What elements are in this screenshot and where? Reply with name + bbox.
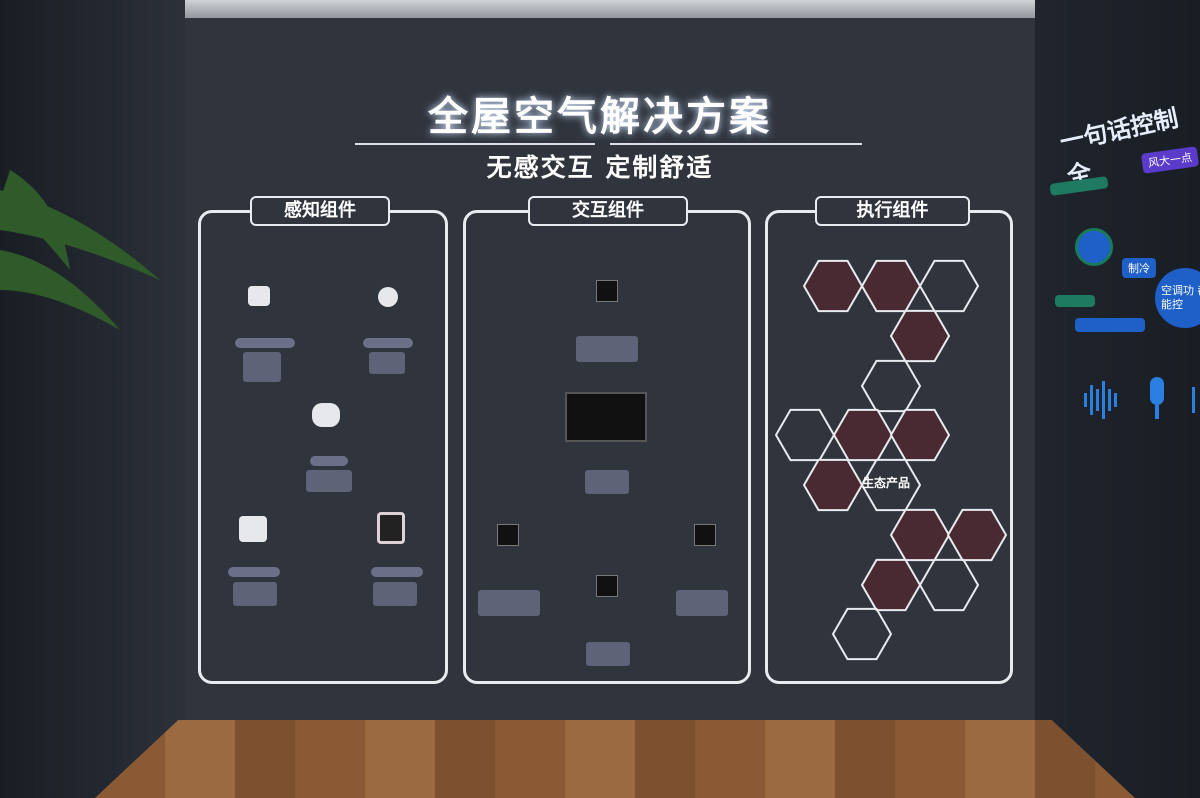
hexagon-tile [832, 408, 894, 462]
info-box [369, 352, 405, 374]
info-box [243, 352, 281, 382]
panel-device [596, 280, 618, 302]
display-screen [565, 392, 647, 442]
hexagon-grid [774, 259, 1008, 661]
info-box [373, 582, 417, 606]
panel-header-interaction: 交互组件 [528, 196, 688, 226]
hexagon-tile [802, 259, 864, 313]
label-tag [310, 456, 348, 466]
hexagon-tile [918, 259, 980, 313]
hexagon-tile [946, 508, 1008, 562]
hexagon-tile [774, 408, 836, 462]
voice-chip [1075, 318, 1145, 332]
info-box [586, 642, 630, 666]
ceiling-light [0, 0, 1200, 20]
info-box [478, 590, 540, 616]
voice-wave-icon [1084, 377, 1195, 419]
wood-floor [95, 720, 1135, 798]
hexagon-tile [889, 408, 951, 462]
voice-bubble-large: 空调功 都能控 [1155, 268, 1200, 328]
info-box [676, 590, 728, 616]
hexagon-tile [860, 359, 922, 413]
plant-icon [0, 170, 160, 330]
info-box [585, 470, 629, 494]
sensor-device [378, 287, 398, 307]
panel-header-sensing: 感知组件 [250, 196, 390, 226]
label-tag [371, 567, 423, 577]
sensor-device [377, 512, 405, 544]
voice-chip [1055, 295, 1095, 307]
hexagon-tile [860, 259, 922, 313]
hexagon-tile [831, 607, 893, 661]
sensor-device [248, 286, 270, 306]
voice-bubble [1075, 228, 1113, 266]
hexagon-tile [802, 458, 864, 512]
subtitle: 无感交互 定制舒适 [486, 153, 714, 182]
voice-chip: 制冷 [1122, 258, 1156, 278]
divider [355, 143, 595, 145]
info-box [233, 582, 277, 606]
hexagon-tile [889, 508, 951, 562]
panel-device [497, 524, 519, 546]
label-tag [228, 567, 280, 577]
left-wall [0, 0, 185, 798]
hexagon-tile [889, 309, 951, 363]
info-box [306, 470, 352, 492]
info-box [576, 336, 638, 362]
panel-device [596, 575, 618, 597]
hexagon-tile [860, 558, 922, 612]
label-tag [235, 338, 295, 348]
panel-device [694, 524, 716, 546]
sensor-device [239, 516, 267, 542]
right-wall [1035, 0, 1200, 798]
ecosystem-label: 生态产品 [862, 476, 911, 490]
panel-header-execution: 执行组件 [815, 196, 970, 226]
label-tag [363, 338, 413, 348]
sensing-panel [198, 210, 448, 684]
divider [610, 143, 862, 145]
sensor-device [312, 403, 340, 427]
hexagon-tile [918, 558, 980, 612]
page-title: 全屋空气解决方案 [428, 94, 772, 140]
